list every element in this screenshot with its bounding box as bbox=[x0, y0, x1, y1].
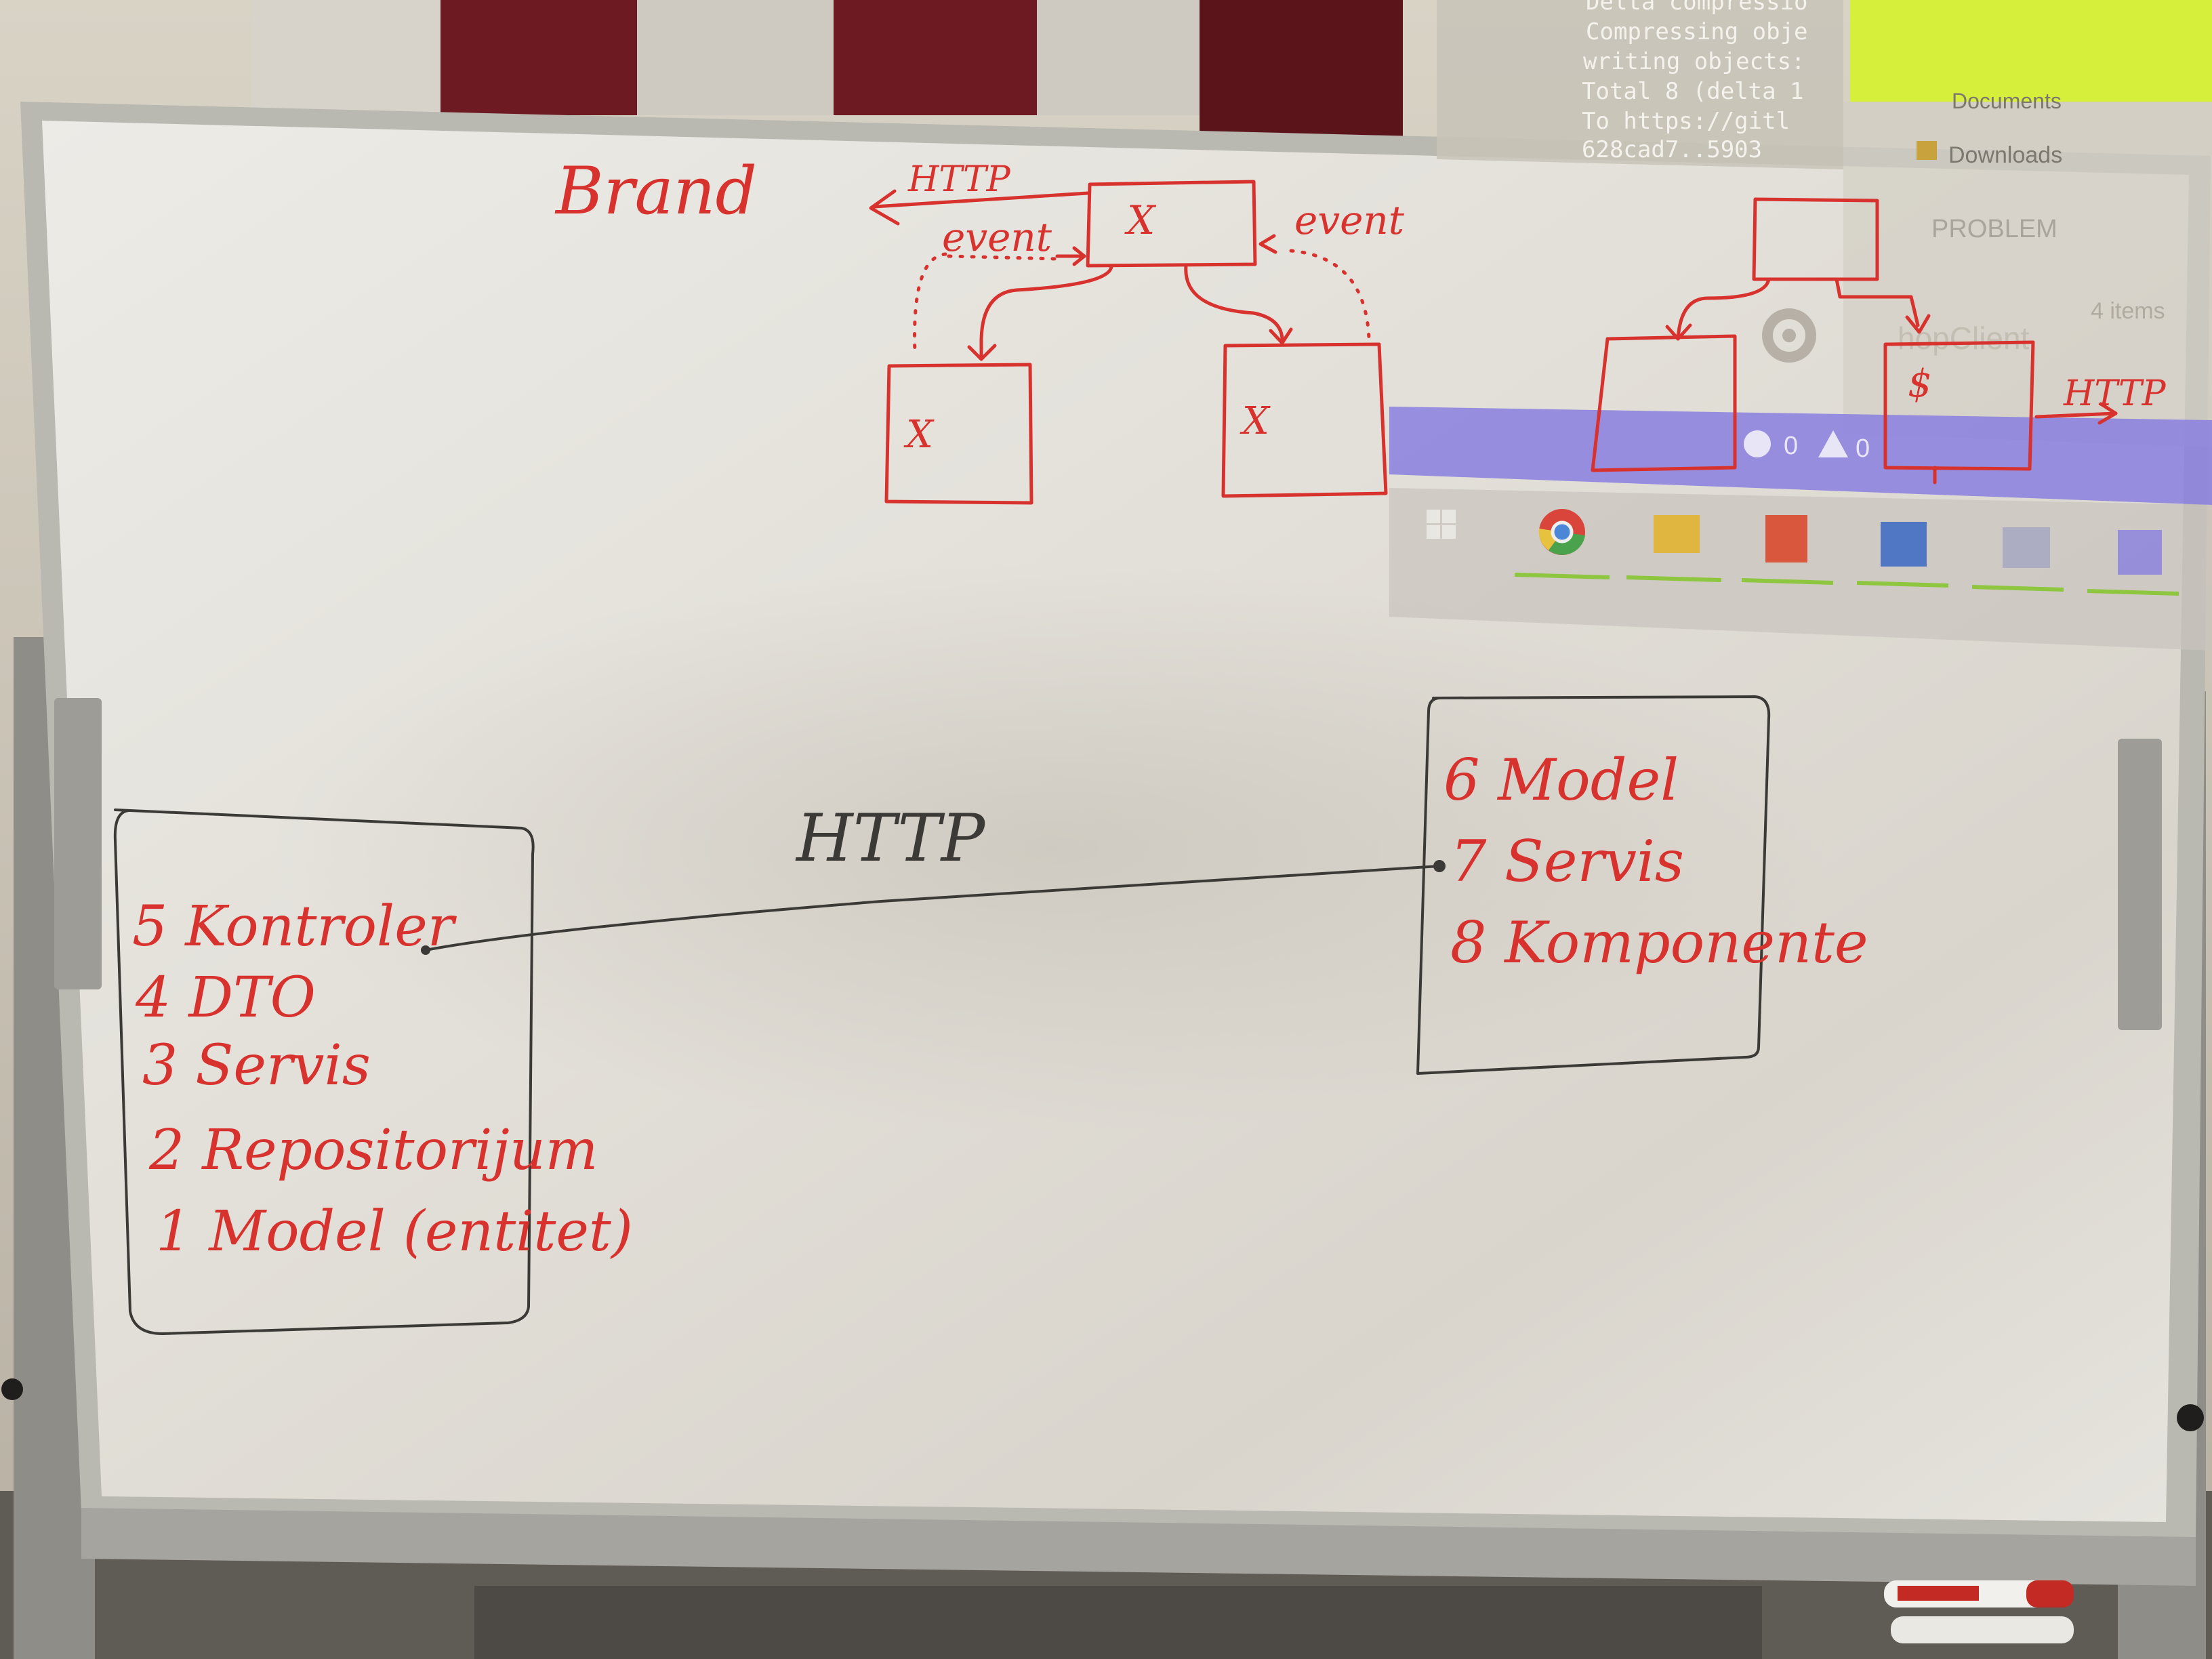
right-diagram-top-box bbox=[1752, 197, 1879, 281]
event-arrow-right-head bbox=[1258, 234, 1277, 254]
http-connection-line bbox=[424, 865, 1441, 951]
central-node-box bbox=[1086, 180, 1257, 268]
terminal-line: Compressing obje bbox=[1586, 18, 1808, 45]
terminal-line: Delta compressio bbox=[1586, 0, 1808, 16]
connection-dot-left bbox=[421, 945, 430, 955]
backend-item: 2 Repositorijum bbox=[148, 1118, 598, 1183]
explorer-panel bbox=[1843, 102, 2212, 447]
arrow-to-left-node bbox=[979, 264, 1113, 361]
status-bar bbox=[1389, 407, 2212, 505]
marker-white-icon bbox=[1891, 1616, 2074, 1643]
frontend-item: 8 Komponente bbox=[1450, 909, 1868, 976]
file-explorer-icon bbox=[1654, 515, 1700, 553]
http-link-label: HTTP bbox=[795, 800, 986, 876]
powerpoint-icon bbox=[1765, 515, 1807, 562]
event-label-right: event bbox=[1294, 197, 1405, 243]
backend-item: 1 Model (entitet) bbox=[156, 1200, 633, 1264]
window-pane-3 bbox=[1037, 0, 1200, 115]
right-node-box bbox=[1221, 342, 1388, 498]
right-diagram-http-arrow bbox=[2034, 411, 2118, 419]
central-node-mark: X bbox=[1124, 197, 1157, 243]
http-arrow-head bbox=[869, 189, 900, 226]
event-arrow-left-head bbox=[1072, 246, 1086, 266]
right-diagram-http-arrow-head bbox=[2097, 402, 2118, 425]
right-diagram-arrow-left-head bbox=[1665, 323, 1692, 341]
http-label-right: HTTP bbox=[2063, 373, 2167, 414]
gear-icon bbox=[1762, 308, 1816, 363]
marker-red-icon bbox=[1884, 1580, 2074, 1607]
brand-label: Brand bbox=[554, 153, 757, 229]
warning-icon bbox=[1818, 430, 1848, 457]
backend-item: 5 Kontroler bbox=[132, 895, 457, 959]
arrow-to-right-node bbox=[1184, 264, 1284, 341]
terminal-line: To https://gitl bbox=[1582, 108, 1790, 135]
right-node-mark: X bbox=[1240, 399, 1271, 443]
curtain-middle bbox=[834, 0, 1037, 115]
marker-tray bbox=[81, 1508, 2196, 1586]
problems-label: PROBLEM bbox=[1931, 215, 2057, 243]
board-reflection bbox=[271, 562, 1830, 1132]
curtain-left bbox=[441, 0, 637, 115]
event-label-left: event bbox=[942, 214, 1052, 260]
visual-studio-grey-icon bbox=[2003, 527, 2050, 568]
clamp-left bbox=[54, 698, 102, 989]
terminal-line: writing objects: bbox=[1583, 48, 1805, 75]
http-arrow bbox=[872, 191, 1090, 209]
http-label-top: HTTP bbox=[907, 159, 1011, 200]
connection-dot-right bbox=[1433, 860, 1446, 872]
word-icon bbox=[1881, 522, 1927, 567]
warning-count: 0 bbox=[1856, 434, 1870, 463]
left-node-mark: X bbox=[903, 413, 935, 457]
terminal-line: Total 8 (delta 1 bbox=[1582, 78, 1804, 105]
taskbar-icons bbox=[1427, 509, 2179, 596]
highlight-panel bbox=[1850, 0, 2212, 102]
right-diagram-arrow-right bbox=[1835, 277, 1920, 327]
terminal-line: 628cad7..5903 bbox=[1582, 136, 1762, 163]
faded-project-label: hopClient bbox=[1898, 321, 2030, 356]
knob-right bbox=[2177, 1404, 2204, 1431]
terminal-panel bbox=[1437, 0, 1843, 169]
window-pane bbox=[251, 0, 441, 115]
dollar-mark: $ bbox=[1908, 362, 1932, 406]
backend-item: 4 DTO bbox=[135, 966, 316, 1030]
visual-studio-icon bbox=[2118, 530, 2162, 575]
right-diagram-left-box bbox=[1591, 334, 1737, 472]
error-count: 0 bbox=[1784, 432, 1798, 460]
frontend-item: 7 Servis bbox=[1450, 828, 1684, 895]
windows-start-icon bbox=[1427, 510, 1456, 539]
backend-item: 3 Servis bbox=[142, 1033, 371, 1098]
arrow-head-right bbox=[1269, 327, 1293, 345]
explorer-item-downloads: Downloads bbox=[1948, 142, 2062, 168]
items-count: 4 items bbox=[2091, 298, 2165, 324]
heater bbox=[474, 1586, 1762, 1659]
frontend-item: 6 Model bbox=[1443, 747, 1679, 813]
right-diagram-right-box bbox=[1883, 340, 2035, 471]
right-diagram-arrow-left bbox=[1676, 277, 1771, 341]
window-pane-2 bbox=[637, 0, 834, 115]
explorer-item-documents: Documents bbox=[1952, 89, 2062, 113]
frontend-layers-box bbox=[1416, 695, 1771, 1075]
event-dotted-left bbox=[913, 252, 947, 354]
left-node-box bbox=[884, 363, 1033, 505]
error-icon bbox=[1744, 430, 1771, 457]
curtain-right bbox=[1200, 0, 1403, 142]
right-diagram-arrow-right-head bbox=[1905, 314, 1931, 334]
clamp-right bbox=[2118, 739, 2162, 1030]
downloads-folder-icon bbox=[1917, 141, 1937, 160]
knob-left bbox=[1, 1378, 23, 1400]
arrow-head-left bbox=[967, 344, 997, 361]
chrome-icon bbox=[1538, 509, 1585, 555]
backend-layers-box bbox=[113, 808, 535, 1335]
